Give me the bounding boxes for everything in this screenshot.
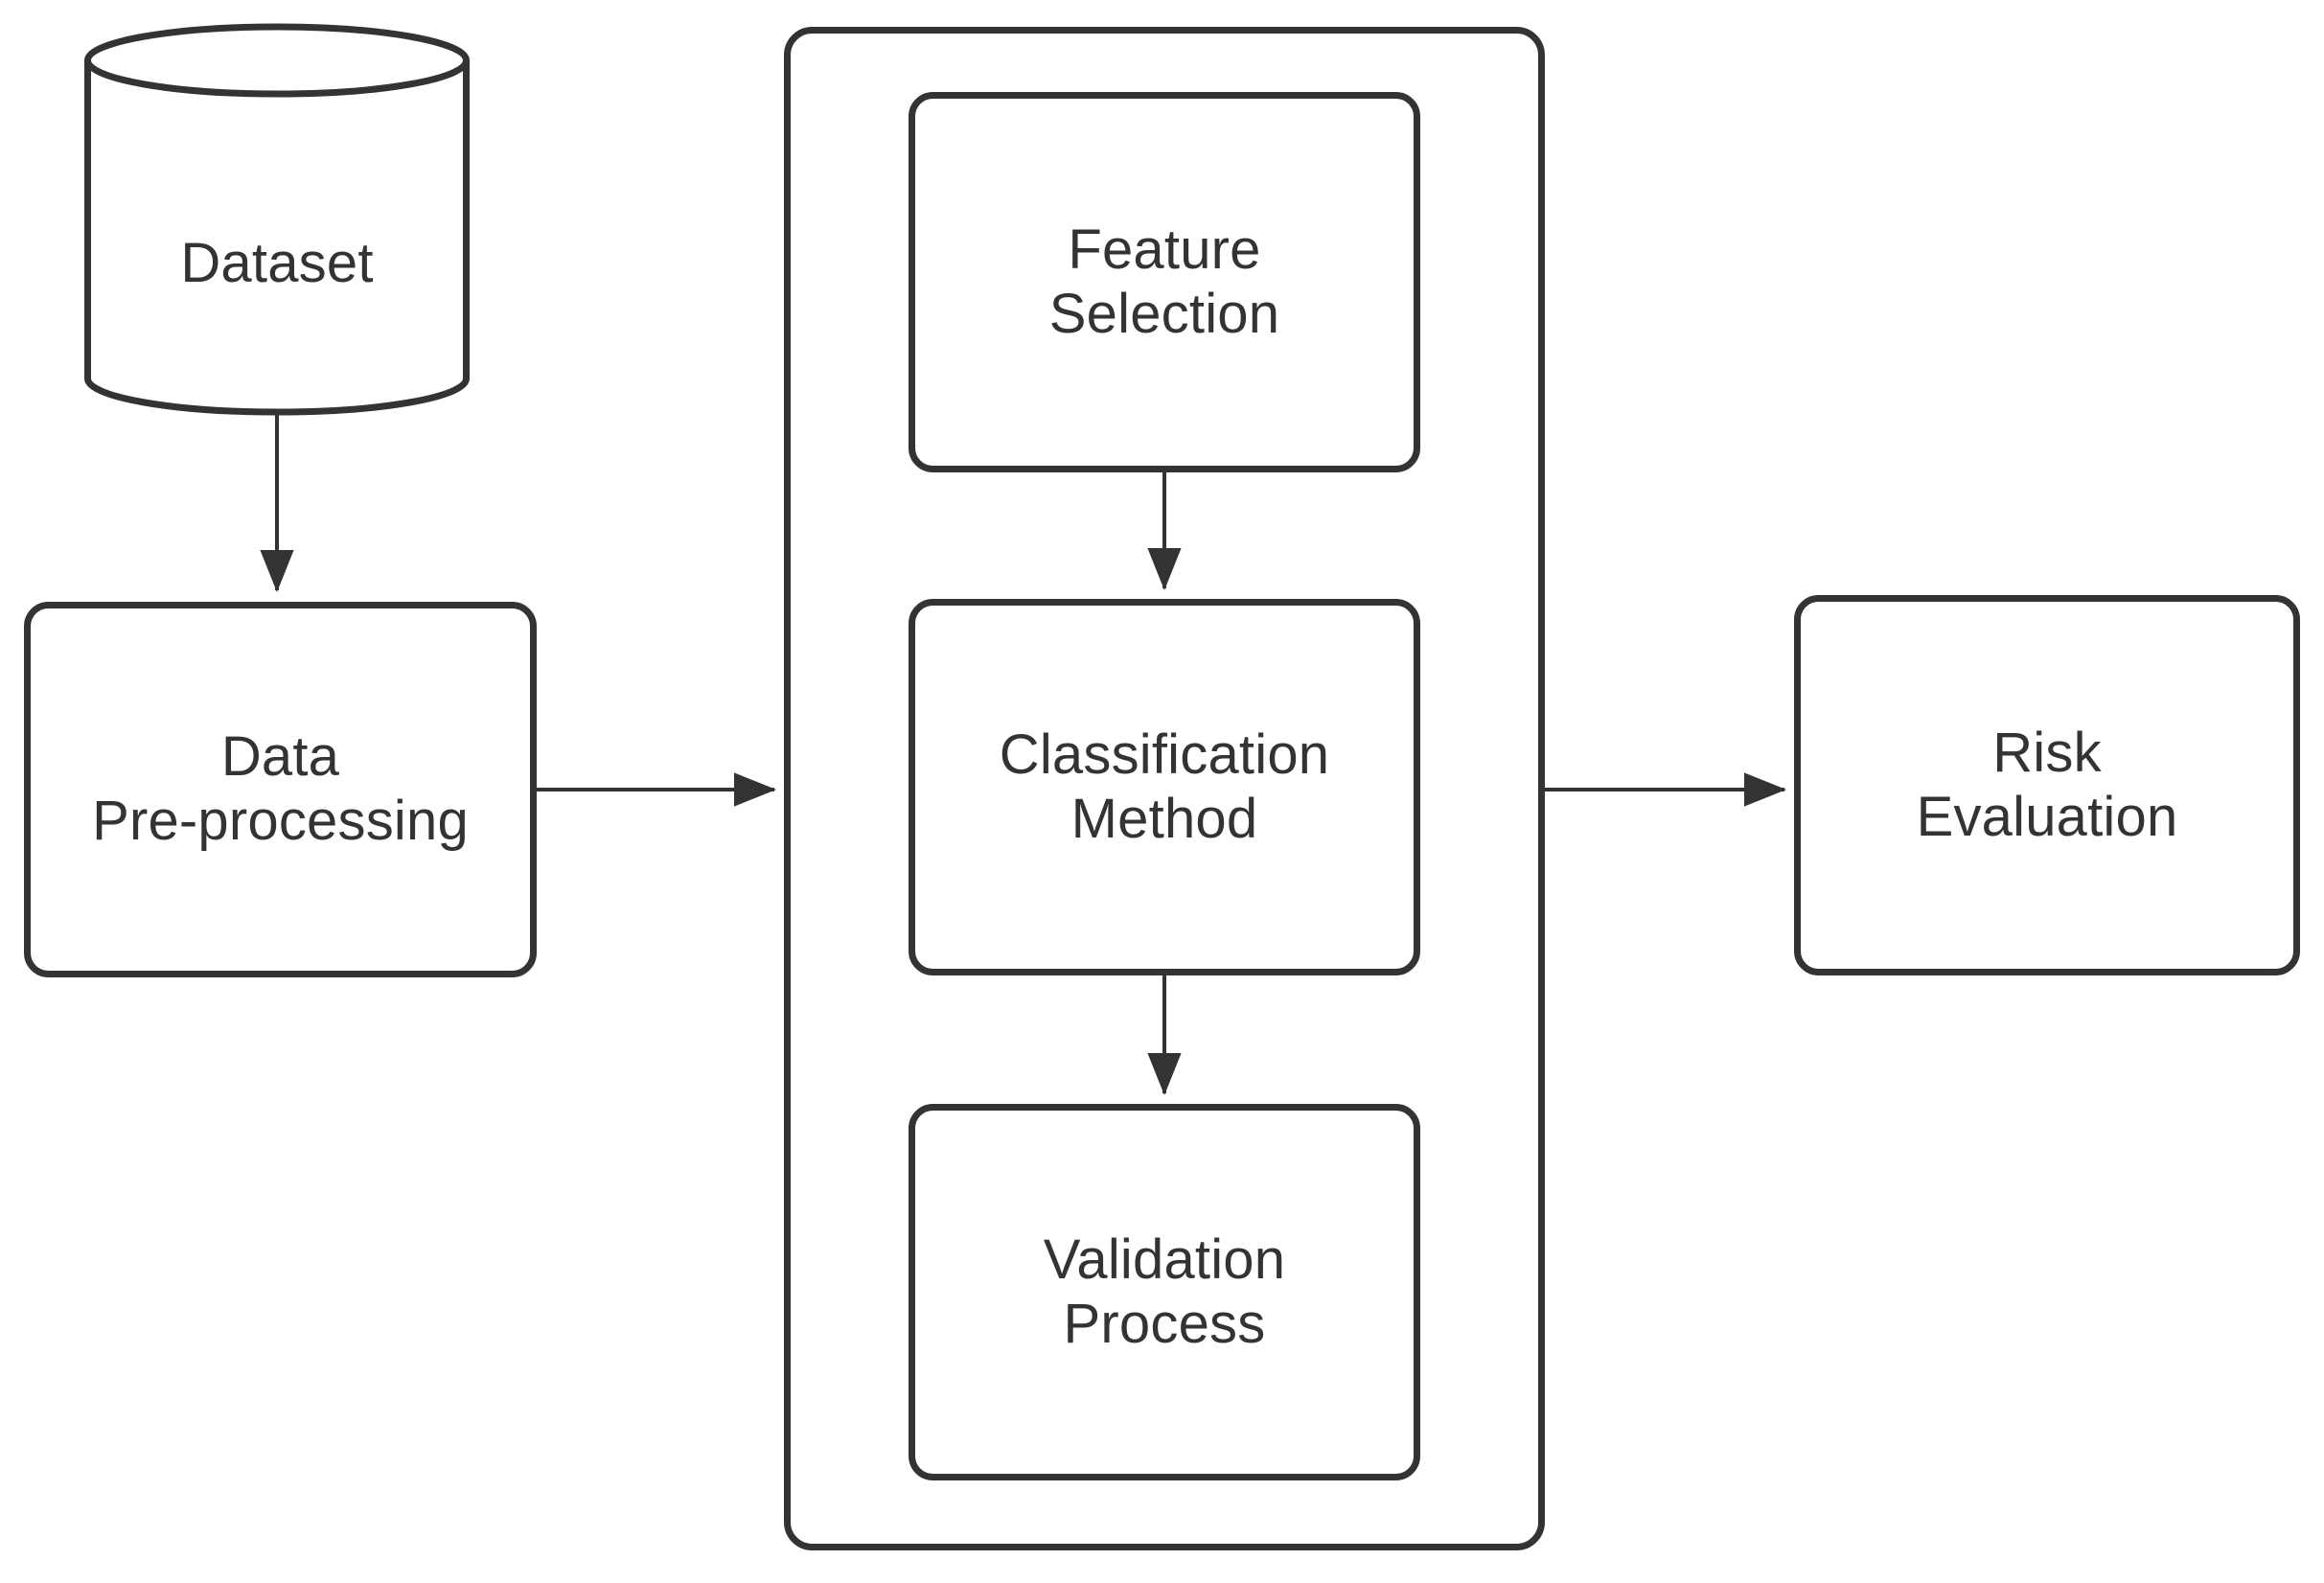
feature-selection-box[interactable] [909,92,1420,472]
dataset-cylinder-shape[interactable] [84,23,470,416]
validation-process-box[interactable] [909,1104,1420,1480]
risk-evaluation-box[interactable] [1794,595,2300,975]
data-preprocessing-box[interactable] [24,602,537,977]
classification-method-box[interactable] [909,599,1420,975]
